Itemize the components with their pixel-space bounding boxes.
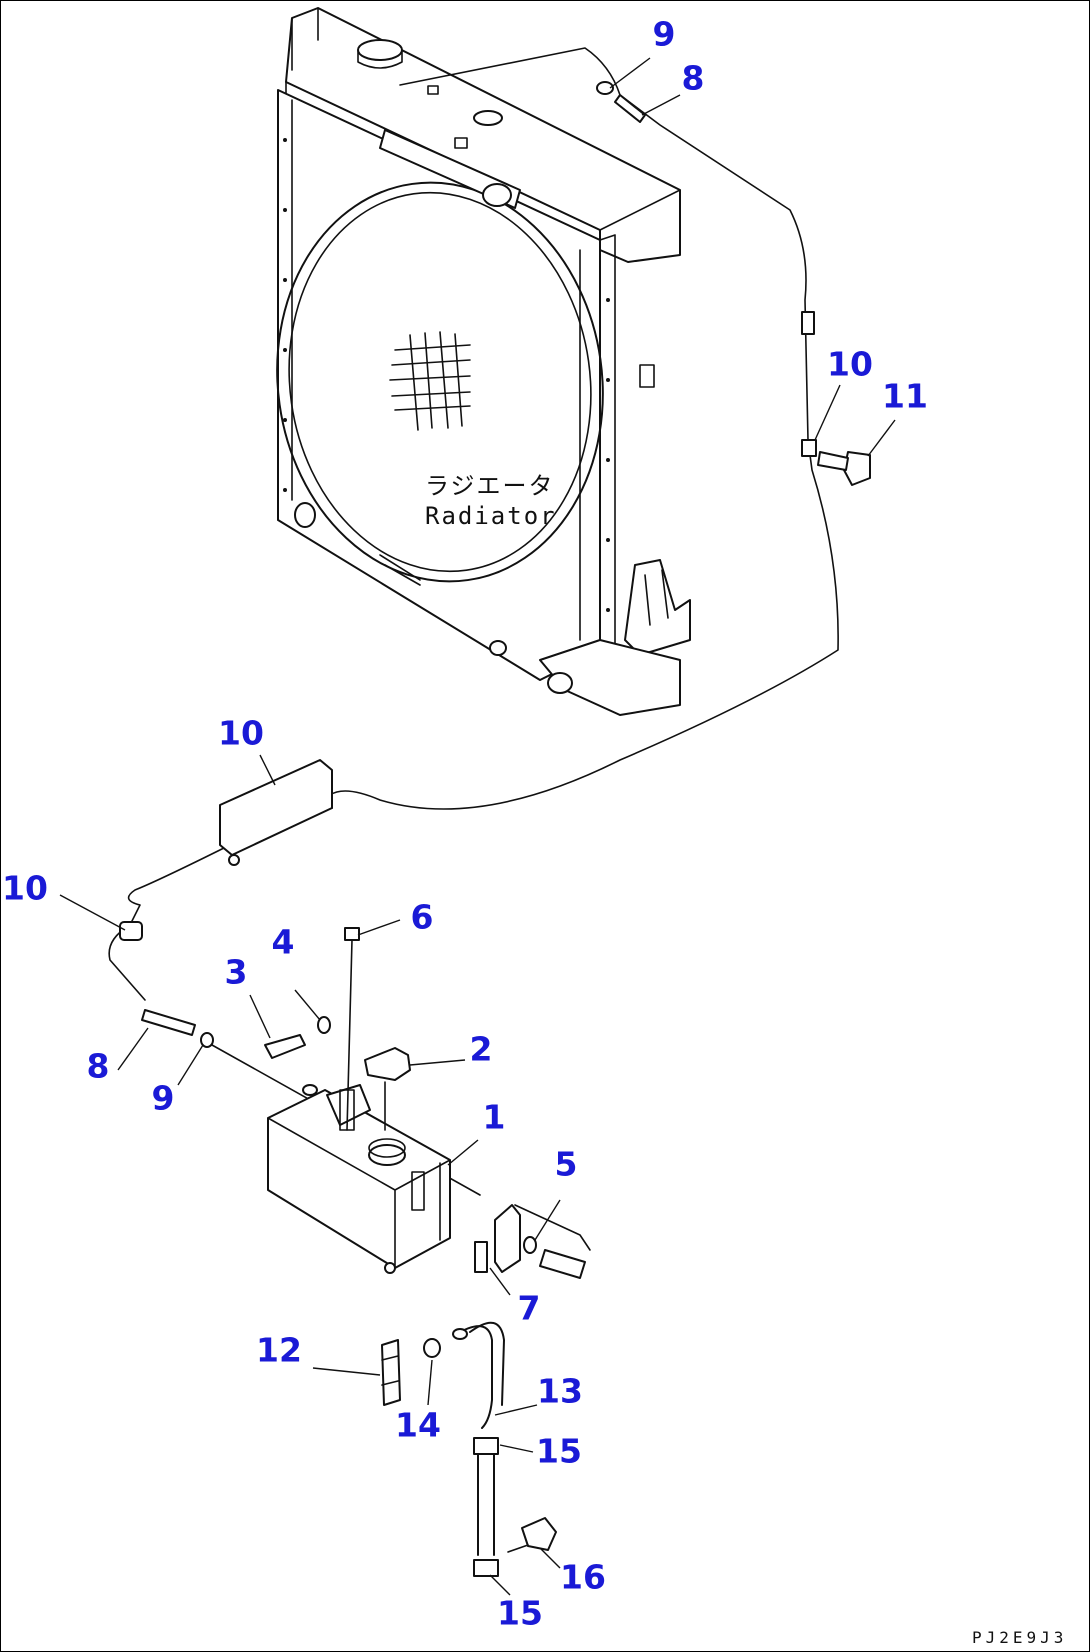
radiator-rivets: [283, 138, 610, 612]
top-hose-clamp: [596, 81, 646, 123]
tank-cap: [364, 1047, 411, 1081]
tank-bracket: [474, 1204, 591, 1279]
callout-2: 2: [469, 1029, 493, 1069]
callout-10-right: 10: [827, 344, 873, 384]
radiator: [276, 7, 691, 716]
callout-8-left: 8: [86, 1046, 110, 1086]
radiator-grid-mark: [389, 331, 471, 431]
callout-5: 5: [554, 1144, 578, 1184]
callout-8-top: 8: [681, 58, 705, 98]
bolt-16: [521, 1517, 557, 1551]
radiator-label-en: Radiator: [425, 502, 557, 530]
callout-1: 1: [482, 1097, 506, 1137]
callout-7: 7: [517, 1288, 541, 1328]
callout-15-lower: 15: [497, 1593, 543, 1633]
callout-6: 6: [410, 897, 434, 937]
callout-11: 11: [882, 376, 928, 416]
callout-10-mid: 10: [218, 713, 264, 753]
callout-13: 13: [537, 1371, 583, 1411]
radiator-fan-shroud: [276, 181, 604, 583]
bolt-3: [264, 1034, 306, 1059]
callout-12: 12: [256, 1330, 302, 1370]
callout-15-upper: 15: [536, 1431, 582, 1471]
radiator-label-jp: ラジエータ: [425, 472, 555, 500]
radiator-top-tank: [285, 7, 681, 263]
hose-8-left: [141, 1009, 196, 1036]
radiator-mount-bracket: [624, 559, 691, 656]
callout-4: 4: [271, 922, 295, 962]
radiator-cap: [357, 39, 403, 61]
callout-3: 3: [224, 952, 248, 992]
reserve-tank: [267, 1084, 451, 1274]
leader-lines: [59, 57, 896, 1596]
drawing-code: PJ2E9J3: [972, 1628, 1068, 1647]
clip-12: [381, 1339, 401, 1406]
callout-10-left: 10: [2, 868, 48, 908]
callout-9-top: 9: [652, 14, 676, 54]
clamp-plate: [219, 759, 333, 856]
callout-16: 16: [560, 1557, 606, 1597]
callout-9-left: 9: [151, 1078, 175, 1118]
bolt-11: [817, 451, 871, 486]
lower-hose: [452, 1321, 505, 1577]
callout-14: 14: [395, 1405, 441, 1445]
